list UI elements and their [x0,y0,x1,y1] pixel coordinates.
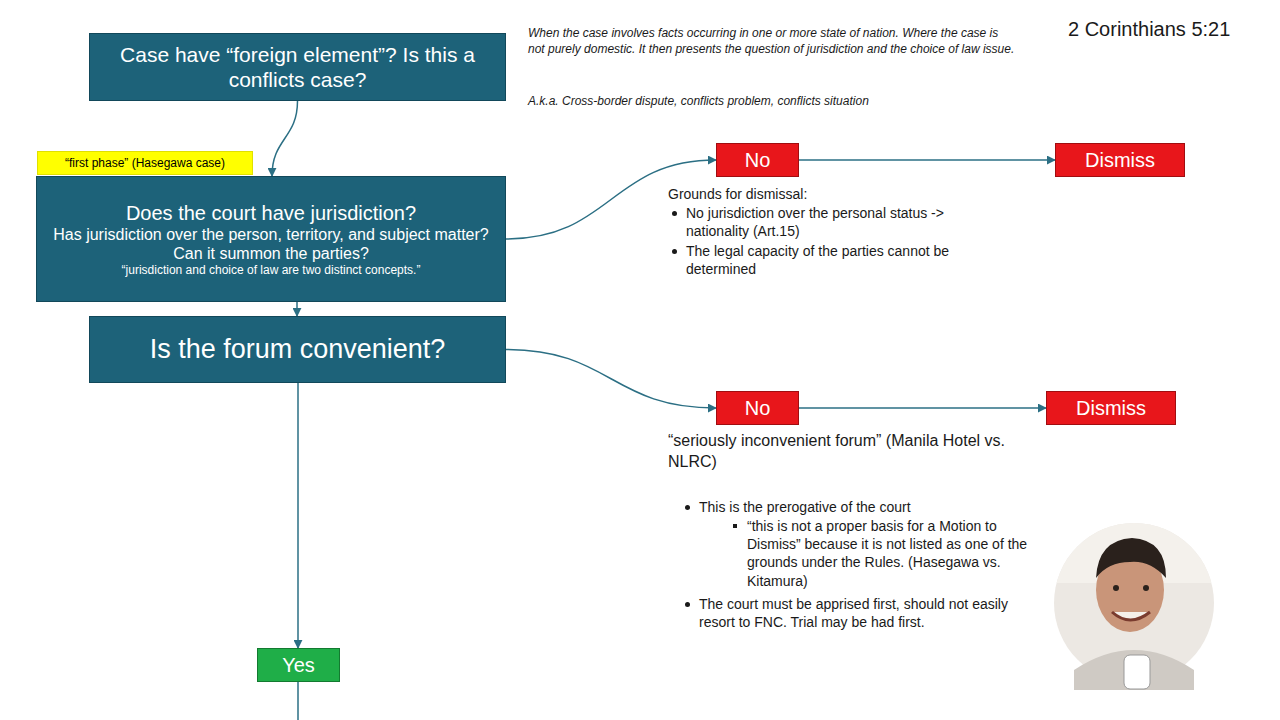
flow-connector [799,159,1055,161]
list-item: This is the prerogative of the court [699,498,1029,516]
flow-connector [506,350,716,409]
outcome-box: Dismiss [1046,391,1176,425]
node-text: Is the forum convenient? [150,333,446,365]
node-text: “first phase” (Hasegawa case) [65,156,225,170]
node-text: No [745,148,771,172]
process-box: Does the court have jurisdiction?Has jur… [36,176,506,302]
node-text: Yes [282,653,315,677]
process-box: Case have “foreign element”? Is this a c… [89,33,506,101]
list-item: The legal capacity of the parties cannot… [686,242,996,278]
node-text: Dismiss [1076,396,1146,420]
list-item: “this is not a proper basis for a Motion… [747,517,1037,590]
flow-connector [799,407,1046,409]
outcome-box: Dismiss [1055,143,1185,177]
node-text: Dismiss [1085,148,1155,172]
outcome-box: No [716,391,799,425]
note-text: A.k.a. Cross-border dispute, conflicts p… [528,94,1018,110]
process-box: Is the forum convenient? [89,316,506,383]
flow-connector [297,383,299,648]
list-heading: Grounds for dismissal: [668,185,988,203]
node-text: No [745,396,771,420]
node-text: Does the court have jurisdiction? [126,201,416,225]
node-body: “jurisdiction and choice of law are two … [122,263,421,277]
webcam-portrait [1054,523,1216,690]
note-text: When the case involves facts occurring i… [528,26,1018,57]
highlight-tag: “first phase” (Hasegawa case) [37,151,253,175]
quote-text: “seriously inconvenient forum” (Manila H… [668,431,1008,473]
flow-connector [296,302,298,316]
node-body: Has jurisdiction over the person, territ… [45,225,497,263]
list-item: No jurisdiction over the personal status… [686,204,996,240]
outcome-box: No [716,143,799,177]
flow-connector [272,101,298,176]
node-text: Case have “foreign element”? Is this a c… [98,42,497,92]
reference-text: 2 Corinthians 5:21 [1068,16,1268,42]
list-item: The court must be apprised first, should… [699,595,1029,631]
outcome-box: Yes [257,648,340,682]
